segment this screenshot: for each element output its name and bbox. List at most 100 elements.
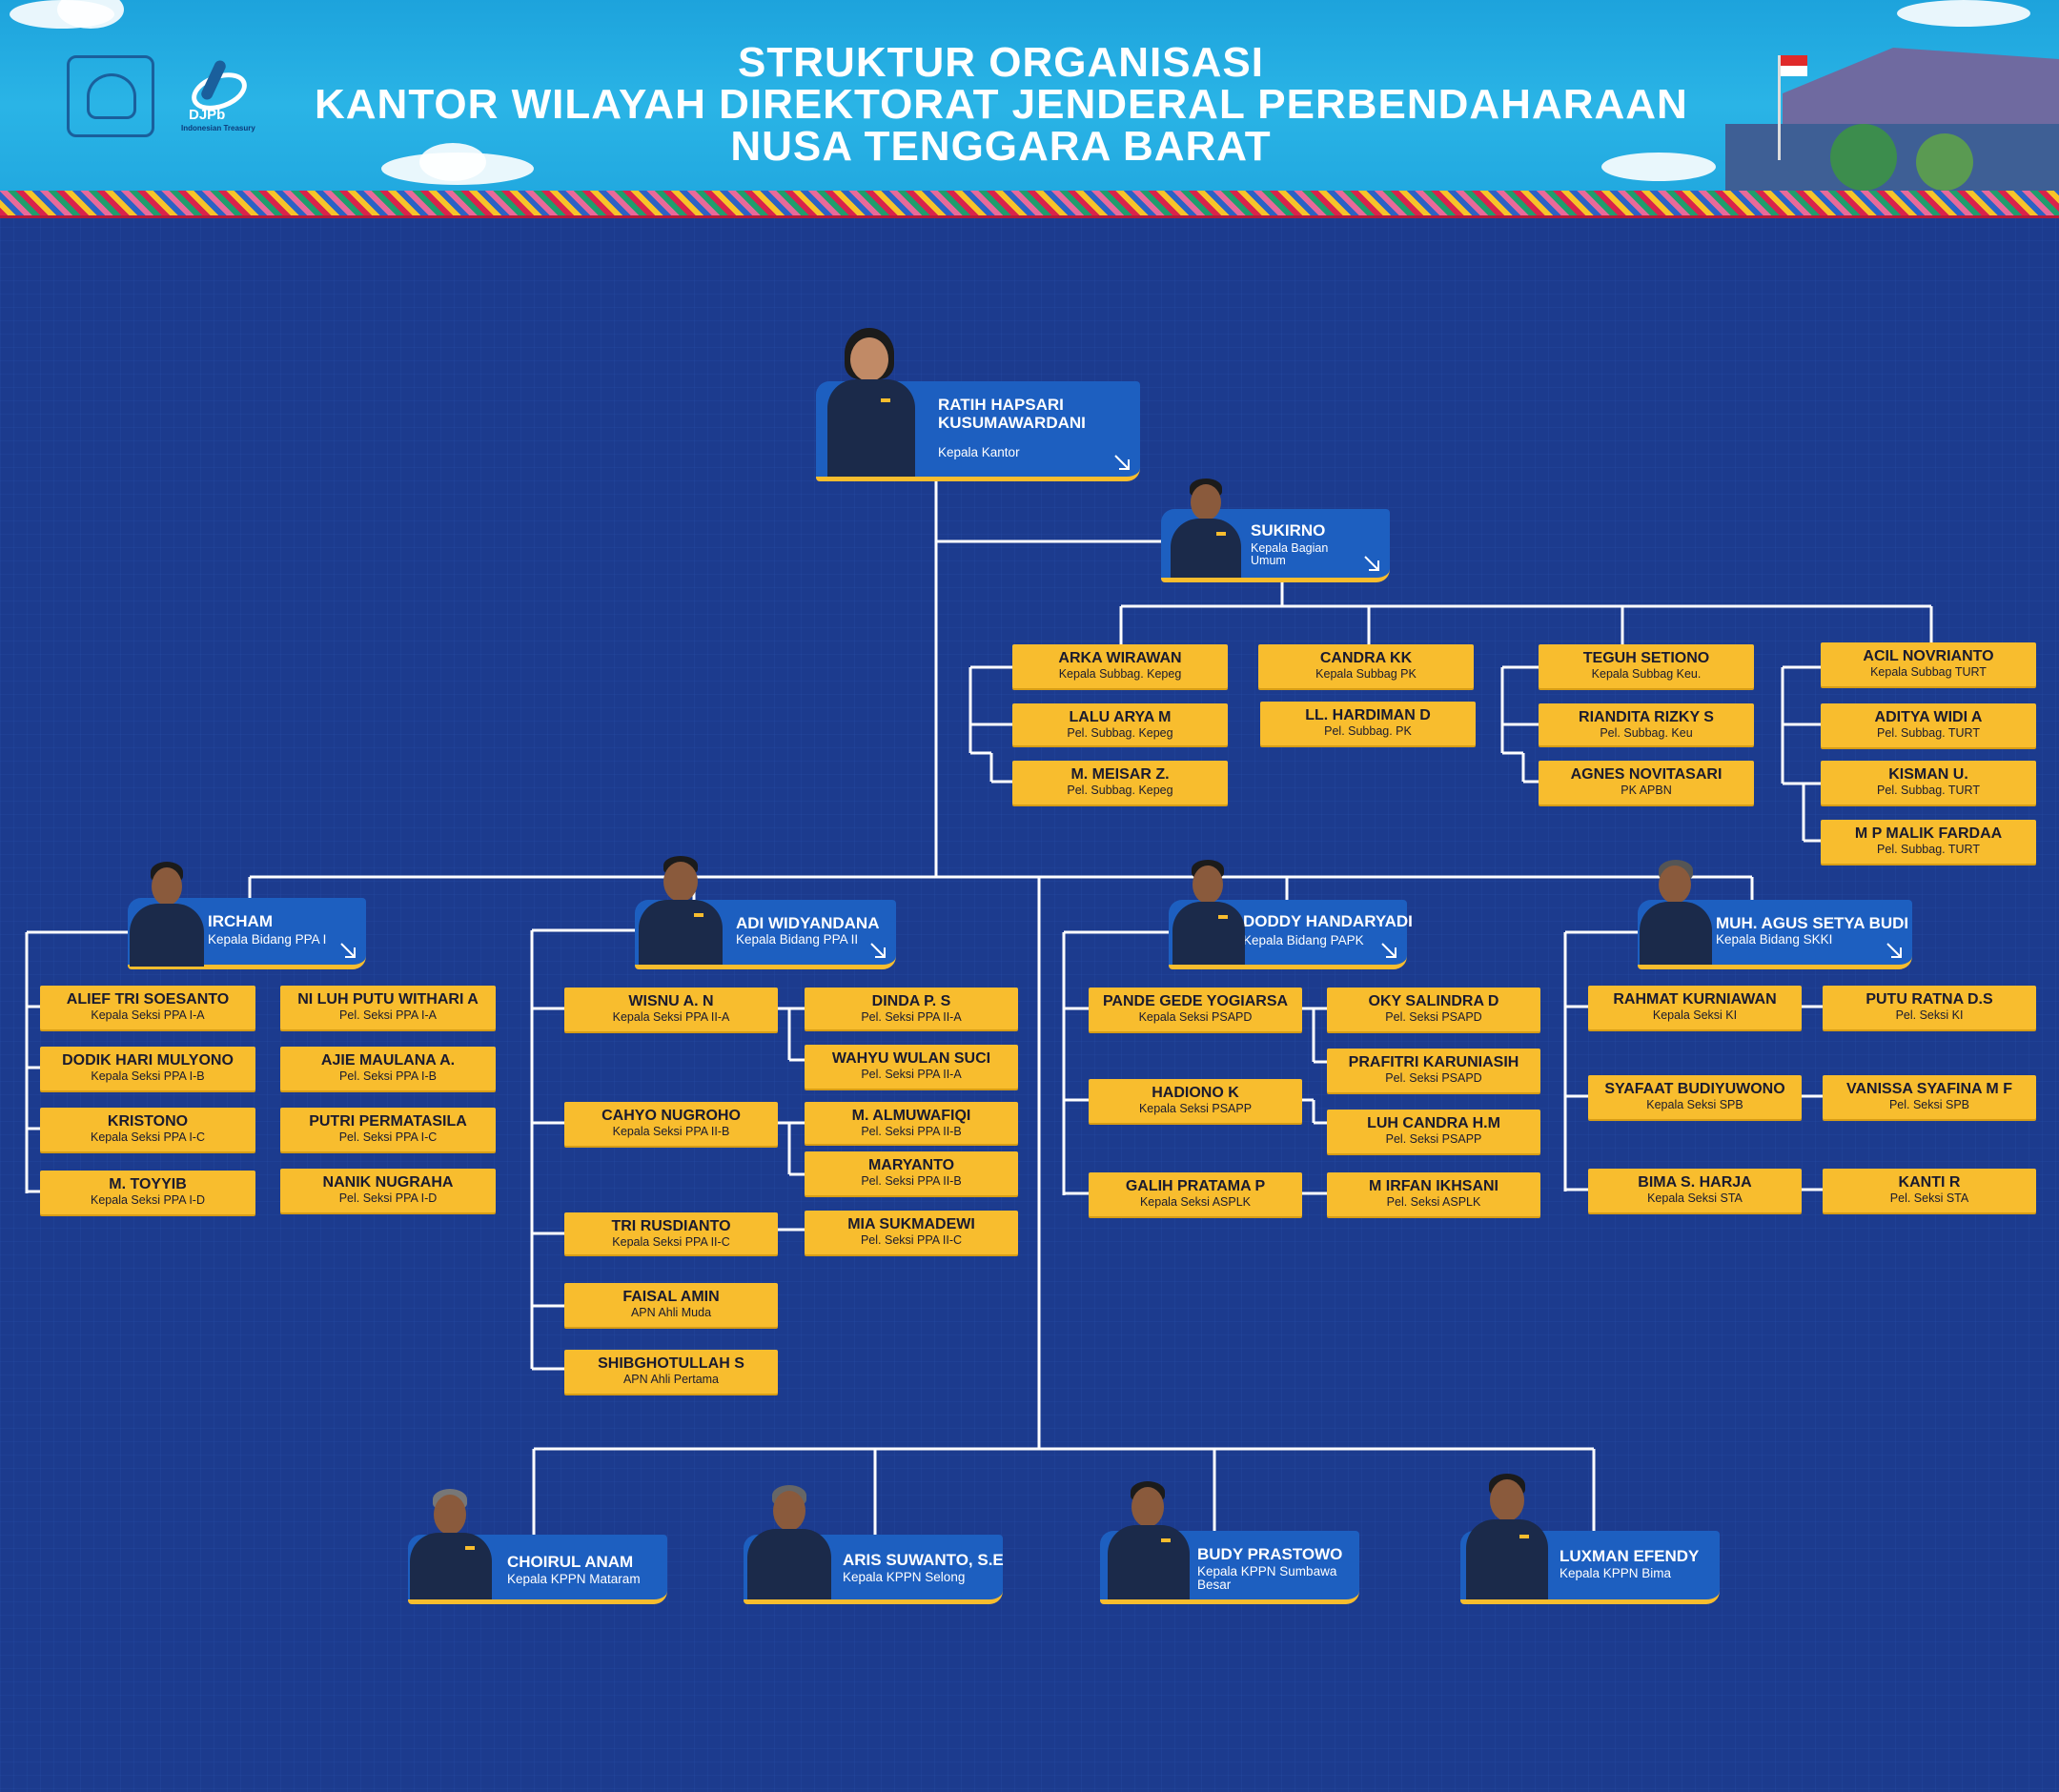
card-role: Kepala Bidang PPA II [736,932,859,947]
card-staff-ppa1b[interactable]: AJIE MAULANA A.Pel. Seksi PPA I-B [280,1047,496,1090]
card-role: Kepala KPPN Bima [1560,1566,1672,1580]
card-name: MUH. AGUS SETYA BUDI [1716,914,1909,932]
card-role: Kepala Seksi PPA II-C [612,1235,730,1249]
card-name: ADI WIDYANDANA [736,914,880,932]
card-staff-kepeg-2[interactable]: M. MEISAR Z.Pel. Subbag. Kepeg [1012,761,1228,804]
card-role: Kepala Seksi STA [1647,1191,1743,1205]
cloud-decoration [1601,153,1716,181]
card-name: FAISAL AMIN [622,1289,720,1305]
card-role: Kepala Bidang SKKI [1716,932,1833,947]
card-name: HADIONO K [1152,1085,1239,1101]
portrait-photo [128,860,206,967]
card-role: Pel. Seksi PPA II-B [861,1125,962,1138]
card-name: RAHMAT KURNIAWAN [1613,991,1777,1008]
card-role: Pel. Subbag. TURT [1877,843,1980,856]
portrait-photo [408,1487,494,1599]
card-role: Kepala Bagian [1251,541,1329,555]
card-name: LALU ARYA M [1069,709,1172,725]
card-name: MIA SUKMADEWI [847,1216,975,1232]
card-name: ALIEF TRI SOESANTO [66,991,230,1008]
card-role: APN Ahli Pertama [622,1373,720,1386]
portrait-photo [745,1483,833,1599]
card-name: SYAFAAT BUDIYUWONO [1604,1081,1785,1097]
card-role: Kepala Seksi KI [1652,1008,1738,1022]
card-name: LUXMAN EFENDY [1560,1547,1700,1565]
card-name: SUKIRNO [1251,521,1326,540]
card-name: LL. HARDIMAN D [1305,707,1431,723]
card-name: KANTI R [1898,1174,1961,1191]
card-role: Pel. Subbag. TURT [1877,726,1980,740]
arrow-down-right-icon [1381,943,1396,958]
header-banner: DJPb Indonesian Treasury STRUKTUR ORGANI… [0,0,2059,191]
card-role: Pel. Subbag. PK [1324,724,1412,738]
portrait-photo [637,854,724,965]
card-role: Kepala Seksi PPA I-B [91,1069,205,1083]
card-name: PUTRI PERMATASILA [309,1113,467,1130]
card-role: Kepala Seksi PPA I-A [91,1008,205,1022]
title-line-2: KANTOR WILAYAH DIREKTORAT JENDERAL PERBE… [315,81,1688,128]
card-role: Pel. Subbag. Kepeg [1067,784,1173,797]
card-name: WAHYU WULAN SUCI [831,1050,991,1067]
card-role: Kepala Bidang PAPK [1243,933,1364,947]
card-role: Kepala Seksi PPA I-D [91,1193,205,1207]
card-role: Kepala Bidang PPA I [208,932,327,947]
logo-text: DJPb [189,107,226,123]
card-name: KRISTONO [107,1113,189,1130]
card-name: PRAFITRI KARUNIASIH [1348,1054,1519,1070]
card-role: Pel. Seksi PPA I-A [339,1008,437,1022]
ethnic-pattern-strip [0,191,2059,218]
card-role: Kepala Seksi PPA I-C [91,1130,205,1144]
card-name: TEGUH SETIONO [1582,650,1710,666]
card-staff-turt-2[interactable]: KISMAN U.Pel. Subbag. TURT [1821,761,2036,804]
card-role: Kepala Seksi PPA II-B [612,1125,730,1138]
card-name: PANDE GEDE YOGIARSA [1102,993,1289,1009]
card-name: ADITYA WIDI A [1874,709,1983,725]
card-role: Pel. Seksi PSAPD [1385,1071,1482,1085]
card-role: Pel. Seksi PPA II-C [860,1233,963,1247]
card-role: Kepala Seksi PSAPD [1138,1010,1253,1024]
card-role: Kepala Subbag TURT [1870,665,1987,679]
card-role: Pel. Seksi PPA II-B [861,1174,962,1188]
portrait-photo [1171,858,1247,965]
